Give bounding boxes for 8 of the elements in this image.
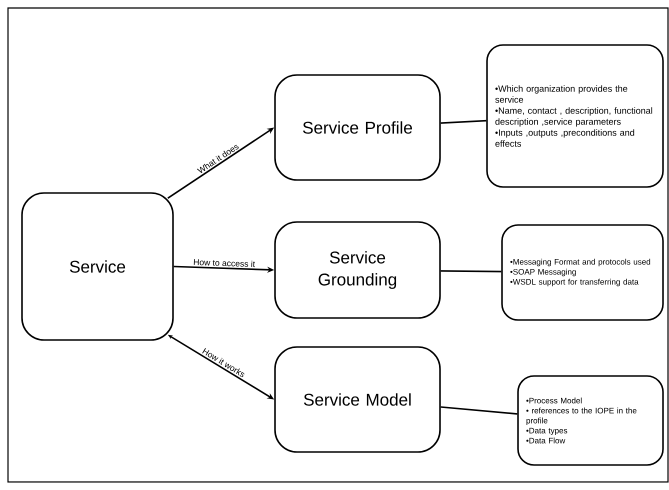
edge-label: How to access it: [194, 259, 256, 268]
note-box: •Process Model • references to the IOPE in the profile •Data types •Data Flow: [517, 375, 664, 466]
process-box: Service Profile: [274, 74, 441, 181]
note-box: •Messaging Format and protocols used •SOAP Messaging •WSDL support for transferring data: [501, 224, 664, 321]
note-box: •Which organization provides the service •Name, contact , description, functional description ,service parameters •Inputs ,outputs ,preconditions and effects: [486, 44, 664, 188]
process-box: Service Grounding: [274, 221, 441, 319]
process-box: Service: [21, 192, 174, 341]
process-box: Service Model: [274, 346, 441, 453]
